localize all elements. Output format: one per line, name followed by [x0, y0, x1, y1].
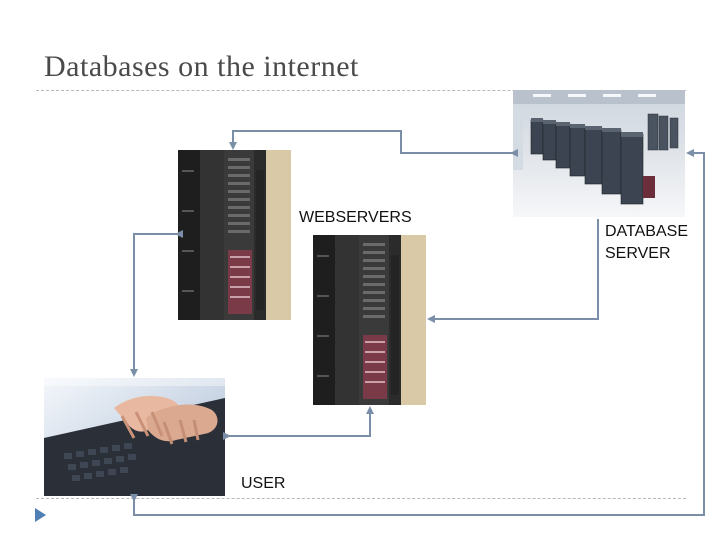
triangle-bullet-icon [35, 508, 46, 522]
connector-webserver1-to-user [130, 230, 183, 377]
connector-user-to-webserver2 [223, 406, 374, 440]
title-divider [36, 90, 686, 91]
connector-db-to-webserver1 [229, 130, 518, 157]
slide-title: Databases on the internet [44, 50, 359, 83]
connector-user-to-db [130, 149, 705, 516]
connector-db-to-webserver2 [427, 219, 599, 323]
